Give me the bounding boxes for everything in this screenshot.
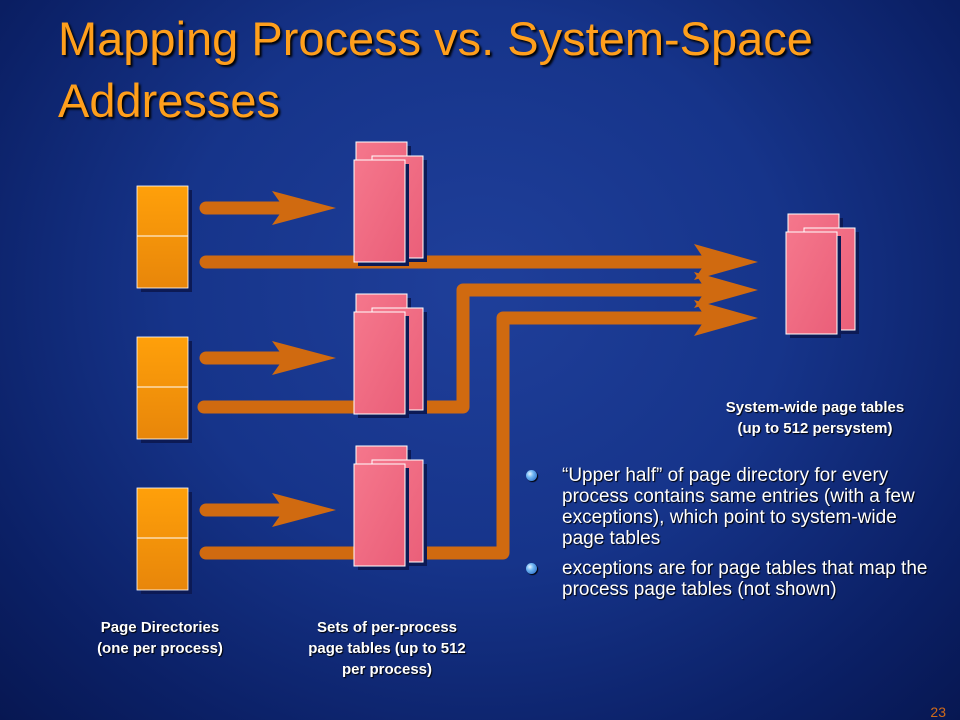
bullet-icon — [526, 470, 537, 481]
arrowhead — [694, 272, 758, 308]
per-process-page-tables-label: Sets of per-process page tables (up to 5… — [308, 619, 466, 678]
page-directory-1 — [136, 185, 192, 292]
bullet-item: “Upper half” of page directory for every… — [522, 465, 937, 549]
system-wide-page-tables — [785, 213, 859, 338]
bullet-text: exceptions are for page tables that map … — [562, 558, 928, 600]
per-process-page-tables-2 — [353, 293, 427, 418]
arrow-dir2-to-system — [197, 283, 723, 414]
arrowheads — [272, 191, 758, 527]
slide-number: 23 — [930, 704, 946, 720]
per-process-page-tables-1 — [353, 141, 427, 266]
bullet-item: exceptions are for page tables that map … — [522, 558, 937, 600]
arrowhead — [272, 493, 336, 527]
arrowhead — [694, 244, 758, 280]
page-directory-3 — [136, 487, 192, 594]
page-directory-2 — [136, 336, 192, 443]
per-process-page-tables-3 — [353, 445, 427, 570]
arrowhead — [272, 341, 336, 375]
system-wide-page-tables-label: System-wide page tables (up to 512 persy… — [725, 399, 905, 437]
page-directories-label: Page Directories (one per process) — [97, 619, 223, 657]
bullet-list: “Upper half” of page directory for every… — [522, 465, 937, 609]
bullet-icon — [526, 563, 537, 574]
bullet-text: “Upper half” of page directory for every… — [562, 465, 915, 549]
arrowhead — [694, 300, 758, 336]
arrowhead — [272, 191, 336, 225]
slide-title: Mapping Process vs. System-Space Address… — [58, 12, 813, 127]
